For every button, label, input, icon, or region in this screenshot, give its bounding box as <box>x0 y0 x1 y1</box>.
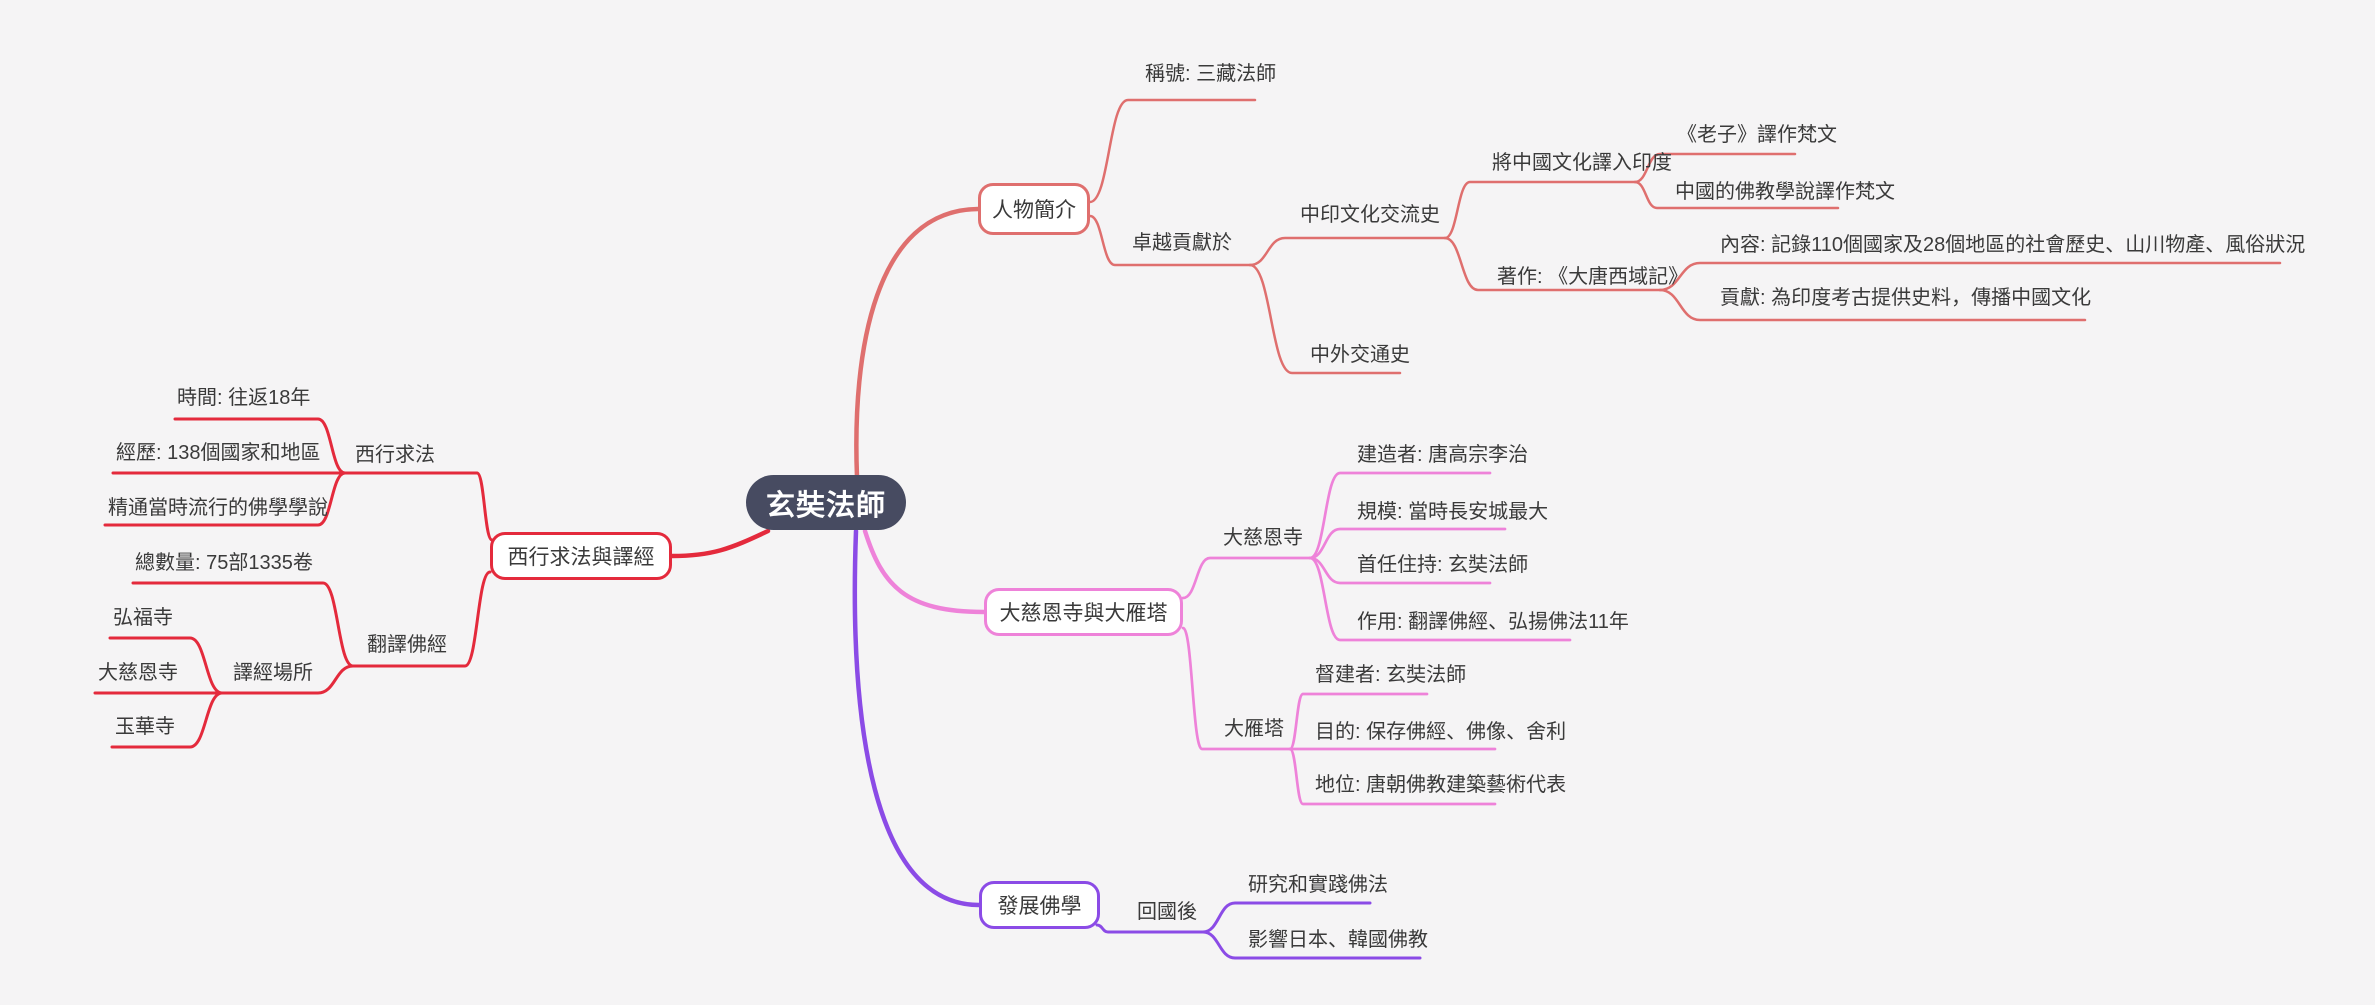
edge-sino-indian-exchange <box>1248 236 1447 267</box>
edge-after-return <box>1095 923 1205 934</box>
edge-yuhua-temple <box>110 691 224 749</box>
node-status[interactable]: 地位: 唐朝佛教建築藝術代表 <box>1315 774 1567 796</box>
edge-datang-records <box>1443 236 1662 292</box>
node-translation[interactable]: 翻譯佛經 <box>367 634 447 656</box>
node-yuhua-temple[interactable]: 玉華寺 <box>115 716 175 738</box>
edge-builder <box>1308 471 1492 560</box>
edge-research-practice <box>1201 901 1372 934</box>
node-total-volumes[interactable]: 總數量: 75部1335卷 <box>135 552 313 574</box>
node-buddhism-sanskrit[interactable]: 中國的佛教學說譯作梵文 <box>1675 181 1895 203</box>
node-countries[interactable]: 經歷: 138個國家和地區 <box>116 442 321 464</box>
edge-china-to-india <box>1443 180 1637 240</box>
node-honorific[interactable]: 稱號: 三藏法師 <box>1145 63 1277 85</box>
node-after-return[interactable]: 回國後 <box>1137 901 1197 923</box>
edge-west-journey <box>343 471 494 542</box>
node-builder[interactable]: 建造者: 唐高宗李治 <box>1357 444 1529 466</box>
root-node[interactable]: 玄奘法師 <box>746 475 906 530</box>
node-dacien-temple-site[interactable]: 大慈恩寺 <box>98 662 178 684</box>
node-mastery[interactable]: 精通當時流行的佛學學說 <box>108 497 328 519</box>
edge-scale <box>1308 527 1507 560</box>
branch-node-journey[interactable]: 西行求法與譯經 <box>490 532 672 580</box>
node-translation-sites[interactable]: 譯經場所 <box>233 662 313 684</box>
node-records-contribution[interactable]: 貢獻: 為印度考古提供史料，傳播中國文化 <box>1720 287 2092 309</box>
edge-function <box>1308 556 1572 642</box>
node-laozi-sanskrit[interactable]: 《老子》譯作梵文 <box>1677 124 1837 146</box>
edge-dacien-temple <box>1181 556 1312 600</box>
edge-mastery <box>103 471 347 527</box>
branch-node-intro[interactable]: 人物簡介 <box>978 183 1090 235</box>
edge-hongfu-temple <box>108 636 224 695</box>
edge-sino-foreign-transport <box>1248 263 1402 375</box>
edge-contributions <box>1088 214 1252 267</box>
node-sino-indian-exchange[interactable]: 中印文化交流史 <box>1300 204 1440 226</box>
edge-records-content <box>1658 261 2282 292</box>
node-west-journey[interactable]: 西行求法 <box>355 444 435 466</box>
edge-duration <box>173 417 347 475</box>
node-datang-records[interactable]: 著作: 《大唐西域記》 <box>1497 266 1689 288</box>
node-contributions[interactable]: 卓越貢獻於 <box>1132 232 1232 254</box>
trunk-temple-pagoda <box>862 528 987 615</box>
node-duration[interactable]: 時間: 往返18年 <box>177 387 311 409</box>
edge-records-contribution <box>1658 288 2087 322</box>
node-influence[interactable]: 影響日本、韓國佛教 <box>1248 929 1428 951</box>
edge-translation <box>351 570 492 668</box>
edge-buddhism-sanskrit <box>1633 180 1840 210</box>
node-research-practice[interactable]: 研究和實踐佛法 <box>1248 874 1388 896</box>
edge-status <box>1288 747 1497 806</box>
node-sino-foreign-transport[interactable]: 中外交通史 <box>1310 344 1410 366</box>
edge-honorific <box>1088 98 1257 204</box>
node-purpose[interactable]: 目的: 保存佛經、佛像、舍利 <box>1315 721 1567 743</box>
edge-wild-goose-pagoda <box>1181 626 1292 751</box>
trunk-intro <box>854 206 981 480</box>
branch-node-temple-pagoda[interactable]: 大慈恩寺與大雁塔 <box>984 588 1183 636</box>
trunk-journey <box>669 528 771 559</box>
node-records-content[interactable]: 內容: 記錄110個國家及28個地區的社會歷史、山川物產、風俗狀況 <box>1720 234 2306 256</box>
node-dacien-temple[interactable]: 大慈恩寺 <box>1223 527 1303 549</box>
node-wild-goose-pagoda[interactable]: 大雁塔 <box>1224 718 1284 740</box>
node-hongfu-temple[interactable]: 弘福寺 <box>113 607 173 629</box>
node-function[interactable]: 作用: 翻譯佛經、弘揚佛法11年 <box>1357 611 1629 633</box>
trunk-buddhism <box>852 528 982 908</box>
edge-total-volumes <box>131 581 355 668</box>
node-first-abbot[interactable]: 首任住持: 玄奘法師 <box>1357 554 1529 576</box>
node-scale[interactable]: 規模: 當時長安城最大 <box>1357 501 1549 523</box>
branch-node-buddhism[interactable]: 發展佛學 <box>979 881 1100 929</box>
edge-translation-sites <box>220 664 355 695</box>
edge-influence <box>1201 930 1422 960</box>
node-china-to-india[interactable]: 將中國文化譯入印度 <box>1492 152 1672 174</box>
node-supervisor[interactable]: 督建者: 玄奘法師 <box>1315 664 1467 686</box>
edge-laozi-sanskrit <box>1633 152 1797 184</box>
edge-supervisor <box>1288 692 1429 751</box>
